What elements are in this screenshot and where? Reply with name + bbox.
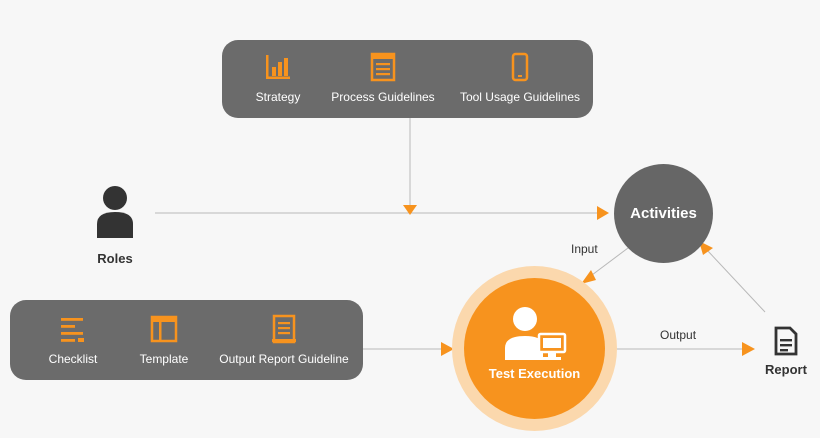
input-arrowhead (581, 270, 596, 284)
resources-panel-bottom: Checklist Template Output Report Guideli… (10, 300, 363, 380)
test-arrowhead (441, 342, 454, 356)
user-computer-icon (505, 307, 567, 360)
document-icon (774, 326, 798, 356)
checklist-label: Checklist (48, 352, 98, 366)
input-label: Input (571, 242, 598, 256)
template-item: Template (132, 314, 196, 366)
checklist-icon (61, 318, 84, 342)
tool-usage-guidelines-label: Tool Usage Guidelines (459, 90, 581, 104)
template-label: Template (139, 352, 189, 366)
process-guidelines-label: Process Guidelines (331, 90, 435, 104)
output-report-guideline-item: Output Report Guideline (214, 314, 354, 366)
strategy-item: Strategy (256, 52, 300, 104)
roles-label: Roles (97, 251, 133, 266)
output-report-guideline-label: Output Report Guideline (219, 352, 349, 366)
checklist-item: Checklist (40, 314, 106, 366)
report-guideline-icon (272, 314, 296, 344)
bar-chart-icon (266, 55, 290, 79)
activities-node: Activities (614, 164, 713, 263)
down-arrowhead (403, 205, 417, 215)
test-execution-label: Test Execution (488, 366, 581, 381)
person-icon (97, 186, 133, 238)
process-guidelines-item: Process Guidelines (330, 52, 436, 104)
output-arrowhead (742, 342, 755, 356)
resources-panel-top: Strategy Process Guidelines Tool Usage G… (222, 40, 593, 118)
report-to-activities-line (706, 249, 766, 313)
document-list-icon (370, 52, 396, 82)
output-label: Output (660, 328, 697, 342)
report-label: Report (765, 362, 807, 377)
mobile-icon (511, 52, 529, 82)
strategy-label: Strategy (255, 90, 301, 104)
template-icon (150, 315, 178, 343)
input-line (591, 247, 629, 276)
activities-label: Activities (630, 205, 697, 222)
report-arrowhead (699, 241, 713, 255)
activities-arrowhead (597, 206, 609, 220)
tool-usage-guidelines-item: Tool Usage Guidelines (458, 52, 582, 104)
